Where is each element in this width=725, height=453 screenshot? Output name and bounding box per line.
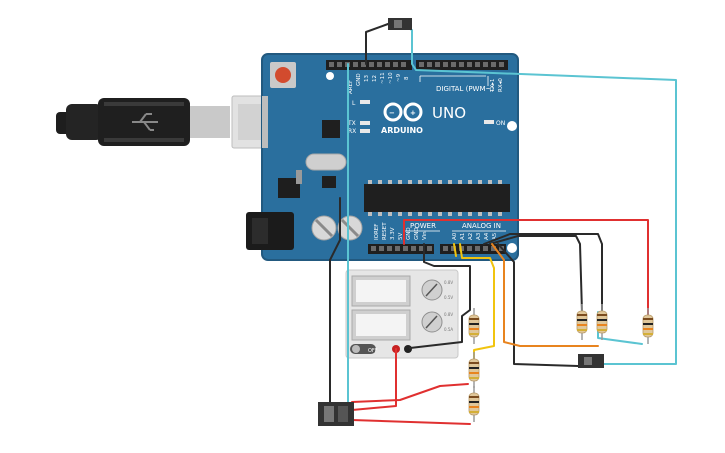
led-rx [360,129,370,133]
capacitor [311,215,337,241]
arduino-logo-icon [383,102,423,122]
brand-label: ARDUINO [381,126,423,135]
orange-wire [491,243,599,347]
slide-switch[interactable] [578,354,604,368]
red-wire [351,419,471,425]
mounting-hole [326,72,334,80]
black-wire [489,235,583,313]
pin-label-reset: RESET [382,222,388,240]
red-wire [351,348,397,411]
black-wire [329,197,341,405]
capacitor [337,215,363,241]
potentiometer-knob[interactable] [421,279,443,301]
pin-label-9: ~9 [396,73,402,82]
mounting-hole [507,121,517,131]
svg-text:0.5A: 0.5A [444,327,453,332]
mounting-hole [507,243,517,253]
svg-text:−: − [389,109,395,117]
usb-icon [132,113,158,131]
pin-label-aref: AREF [348,80,354,94]
crystal-oscillator [305,153,347,171]
power-header-label: POWER [410,222,436,230]
arduino-uno-board: L TX RX ON − + ARDUINO UNO DIGITAL (PWM~… [246,53,519,261]
pin-label-ioref: IOREF [374,224,380,240]
led-tx [360,121,370,125]
resistor [576,304,588,340]
usb-chip [322,120,340,138]
dc-barrel-jack [246,212,294,250]
yellow-wire [453,243,457,257]
pin-label-rx: RX◂0 [498,78,504,92]
led-on-label: ON [496,120,505,127]
analog-header-label: ANALOG IN [462,222,501,230]
pin-label-a3: A3 [476,232,482,240]
resistor [468,386,480,422]
pin-label-13: 13 [364,75,370,82]
red-wire [403,219,649,317]
resistor [642,308,654,344]
reset-button[interactable] [270,62,296,88]
resistor [468,352,480,388]
black-wire [483,233,603,313]
pin-label-vin: Vin [422,231,428,240]
led-l-label: L [352,100,356,107]
black-wire [409,243,471,349]
pin-label-12: 12 [372,75,378,82]
pin-label-gnd: GND [356,73,362,86]
resistor [596,304,608,340]
pin-label-3v3: 3.3V [390,227,396,240]
black-wire [365,23,389,65]
pin-label-a0: A0 [452,232,458,240]
red-wire [351,383,469,403]
svg-text:0.8V: 0.8V [444,280,453,285]
power-off-label: OFF [368,348,378,354]
resistor [468,308,480,344]
pin-label-a5: A5 [492,232,498,240]
svg-text:0.5V: 0.5V [444,295,453,300]
pin-label-a4: A4 [484,232,490,240]
power-supply-module: 0.8V 0.5V 0.8V 0.5A OFF [345,269,459,359]
atmega-chip [364,184,510,212]
led-l [360,100,370,104]
led-on [484,120,494,124]
black-wire [497,243,579,367]
pin-label-5v: 5V [398,233,404,240]
led-rx-label: RX [348,128,356,135]
digital-header-label: DIGITAL (PWM~) [436,85,494,93]
pin-label-a1: A1 [460,233,466,240]
power-toggle-switch[interactable] [350,344,376,354]
voltage-regulator [278,178,300,198]
svg-text:+: + [410,109,416,117]
potentiometer-knob[interactable] [421,311,443,333]
led-tx-label: TX [347,120,356,127]
power-header [368,244,506,254]
pin-label-10: ~10 [388,72,394,84]
pin-label-tx: TX▸1 [490,79,496,93]
yellow-wire [459,243,495,375]
pin-label-11: ~11 [380,72,386,84]
slide-switch[interactable] [318,402,354,426]
pin-label-gnd2: GND [414,227,420,240]
model-label: UNO [432,104,466,122]
pin-label-gnd1: GND [406,227,412,240]
svg-text:0.8V: 0.8V [444,312,453,317]
black-terminal [404,345,412,353]
slide-switch[interactable] [388,18,412,30]
pin-label-a2: A2 [468,233,474,240]
pin-label-8: 8 [404,76,410,80]
